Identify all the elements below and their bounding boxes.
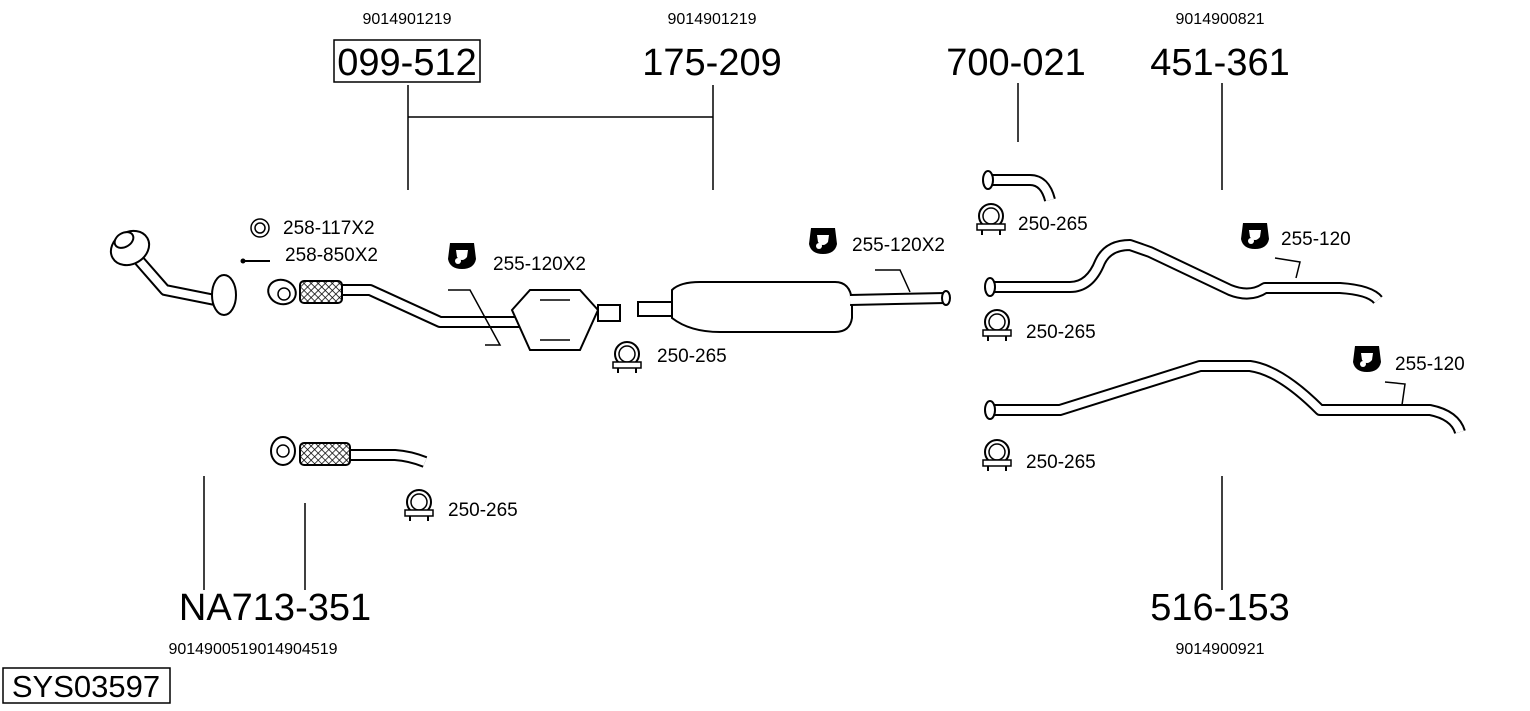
part-number: 451-361 [1150,42,1289,84]
oe-number: 9014900519014904519 [168,641,337,658]
part-box [333,39,481,83]
oe-number: 9014901219 [668,11,757,28]
assembly-700-021[interactable]: 700-021 [946,42,1085,84]
oe-number: 9014900921 [1176,641,1265,658]
front-pipe-drawing [109,229,237,316]
ring-label[interactable]: 258-117X2 [283,218,375,239]
clamp-icon [612,341,642,374]
oe-number: 9014900821 [1176,11,1265,28]
clamp-tail2-label[interactable]: 250-265 [1026,452,1096,473]
assembly-516-153[interactable]: 516-153 9014900921 [1150,587,1289,658]
leader-lines [203,83,1223,590]
part-number: 175-209 [642,42,781,84]
hanger-icon [448,243,476,269]
clamp-cat-label[interactable]: 250-265 [657,346,727,367]
hanger-tail1-label[interactable]: 255-120 [1281,229,1351,250]
assembly-451-361[interactable]: 9014900821 451-361 [1150,11,1289,84]
bolt-label[interactable]: 258-850X2 [285,245,378,266]
front-pipe-alt-drawing [270,436,428,468]
bolt-icon [240,258,270,264]
tail-pipe-516-153-drawing [984,360,1466,435]
middle-silencer-drawing [637,269,951,333]
hanger-icon [1353,346,1381,372]
tail-pipe-451-361-drawing [984,239,1383,305]
ring-icon [250,218,270,238]
hanger-mid-label[interactable]: 255-120X2 [852,235,945,256]
tail-pipe-short-drawing [982,170,1056,202]
hanger-cat-label[interactable]: 255-120X2 [493,254,586,275]
part-number: 516-153 [1150,587,1289,629]
clamp-icon [404,489,434,522]
clamp-tail-top-label[interactable]: 250-265 [1018,214,1088,235]
diagram-title: SYS03597 [2,667,171,704]
clamp-icon [976,203,1006,236]
clamp-front-alt-label[interactable]: 250-265 [448,500,518,521]
catalytic-pipe-drawing [267,278,621,351]
hanger-icon [809,228,837,254]
clamp-icon [982,309,1012,342]
oe-number: 9014901219 [363,11,452,28]
assembly-175-209[interactable]: 9014901219 175-209 [642,11,781,84]
part-number: 099-512 [337,42,476,84]
assembly-099-512[interactable]: 9014901219 099-512 [333,11,481,84]
clamp-tail1-label[interactable]: 250-265 [1026,322,1096,343]
hanger-tail2-label[interactable]: 255-120 [1395,354,1465,375]
clamp-icon [982,439,1012,472]
hanger-icon [1241,223,1269,249]
diagram-id: SYS03597 [12,669,160,704]
part-number: 700-021 [946,42,1085,84]
part-number: NA713-351 [179,587,371,629]
assembly-NA713-351[interactable]: NA713-351 9014900519014904519 [168,587,371,658]
